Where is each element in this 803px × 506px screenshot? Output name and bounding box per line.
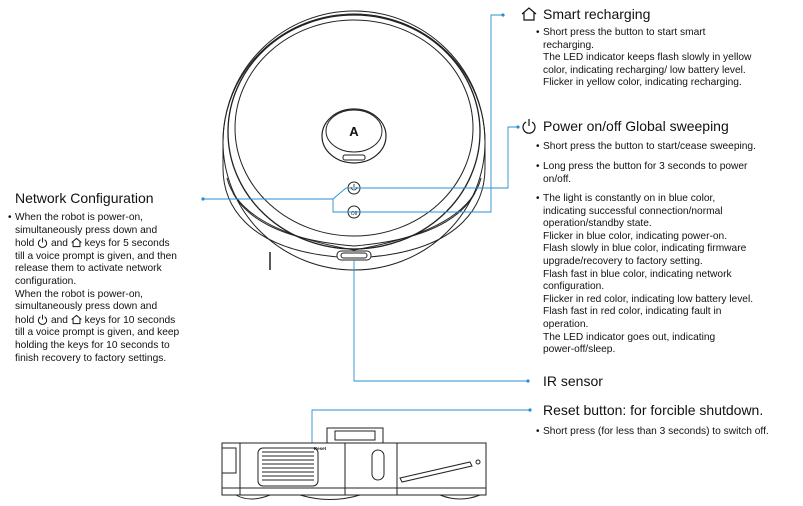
- bullet-dot: •: [536, 426, 540, 437]
- smart-recharging-line: color, indicating recharging/ low batter…: [543, 64, 746, 76]
- power-icon: [522, 119, 536, 134]
- power-bullet-light: • The light is constantly on in blue col…: [536, 193, 754, 357]
- bullet-dot: •: [8, 212, 12, 223]
- network-line: When the robot is power-on,: [15, 212, 143, 223]
- power-icon: [38, 314, 48, 325]
- power-title: Power on/off Global sweeping: [543, 118, 729, 134]
- robot-off-button-label: Off: [351, 211, 358, 217]
- smart-recharging-heading: Smart recharging: [521, 6, 650, 22]
- power-line: The light is constantly on in blue color…: [543, 193, 716, 204]
- bullet-dot: •: [536, 27, 540, 38]
- reset-bullet: • Short press (for less than 3 seconds) …: [536, 426, 769, 439]
- network-line: hold and keys for 10 seconds: [15, 314, 179, 328]
- power-bullet-long-press: • Long press the button for 3 seconds to…: [536, 161, 748, 186]
- ir-sensor-heading: IR sensor: [543, 373, 603, 389]
- power-line: operation/standby state.: [543, 218, 652, 230]
- smart-recharging-title: Smart recharging: [543, 6, 651, 22]
- ir-sensor-title: IR sensor: [543, 373, 603, 389]
- power-line: Flash fast in blue color, indicating net…: [543, 268, 732, 280]
- network-line: till a voice prompt is given, and then: [15, 250, 177, 262]
- home-icon: [71, 237, 82, 248]
- power-line: Flicker in red color, indicating low bat…: [543, 293, 754, 305]
- reset-device-label: Reset: [314, 446, 327, 451]
- power-bullet-short-press: • Short press the button to start/cease …: [536, 141, 756, 154]
- power-line: on/off.: [543, 173, 572, 185]
- smart-recharging-line: The LED indicator keeps flash slowly in …: [543, 52, 752, 64]
- bullet-dot: •: [536, 161, 540, 172]
- smart-recharging-line: Flicker in yellow color, indicating rech…: [543, 77, 742, 89]
- network-line: finish recovery to factory settings.: [15, 352, 167, 364]
- network-text: keys for 5 seconds: [84, 238, 170, 250]
- network-line: release them to activate network: [15, 263, 162, 275]
- reset-title: Reset button: for forcible shutdown.: [543, 402, 764, 418]
- network-title: Network Configuration: [15, 190, 154, 206]
- robot-top-view: [222, 10, 486, 271]
- network-line: simultaneously press down and: [15, 224, 158, 236]
- power-icon: [38, 237, 48, 249]
- power-line: The LED indicator goes out, indicating: [543, 331, 716, 343]
- reset-heading: Reset button: for forcible shutdown.: [543, 402, 763, 418]
- bullet-dot: •: [536, 141, 540, 152]
- network-text: and: [50, 238, 68, 250]
- network-line: hold and keys for 5 seconds: [15, 237, 179, 251]
- network-text: hold: [15, 238, 35, 250]
- power-line: Flash slowly in blue color, indicating f…: [543, 243, 747, 255]
- robot-logo: A: [349, 124, 359, 139]
- leader-lines: [201, 13, 532, 455]
- smart-recharging-bullet: • Short press the button to start smart …: [536, 27, 752, 90]
- home-icon: [521, 7, 537, 21]
- smart-recharging-line: Short press the button to start smart: [543, 27, 706, 38]
- network-text: and: [50, 314, 68, 326]
- power-line: Long press the button for 3 seconds to p…: [543, 161, 748, 172]
- smart-recharging-line: recharging.: [543, 39, 594, 51]
- network-line: When the robot is power-on,: [15, 288, 143, 300]
- power-line: Flicker in blue color, indicating power-…: [543, 230, 728, 242]
- power-line: power-off/sleep.: [543, 344, 616, 356]
- network-line: till a voice prompt is given, and keep: [15, 327, 180, 339]
- reset-line: Short press (for less than 3 seconds) to…: [543, 426, 769, 437]
- home-icon: [71, 314, 82, 324]
- network-heading: Network Configuration: [15, 190, 154, 206]
- network-line: simultaneously press down and: [15, 301, 158, 313]
- network-text: keys for 10 seconds: [84, 314, 176, 326]
- network-bullet: • When the robot is power-on, simultaneo…: [8, 212, 180, 365]
- power-heading: Power on/off Global sweeping: [521, 118, 729, 134]
- power-line: configuration.: [543, 281, 605, 293]
- bullet-dot: •: [536, 193, 540, 204]
- power-line: Short press the button to start/cease sw…: [543, 141, 756, 152]
- network-line: configuration.: [15, 275, 77, 287]
- network-line: holding the keys for 10 seconds to: [15, 339, 170, 351]
- power-line: operation.: [543, 318, 589, 330]
- power-line: indicating successful connection/normal: [543, 205, 723, 217]
- power-line: Flash fast in red color, indicating faul…: [543, 306, 722, 318]
- network-text: hold: [15, 314, 35, 326]
- robot-side-view: [221, 427, 487, 500]
- power-line: upgrade/recovery to factory setting.: [543, 255, 703, 267]
